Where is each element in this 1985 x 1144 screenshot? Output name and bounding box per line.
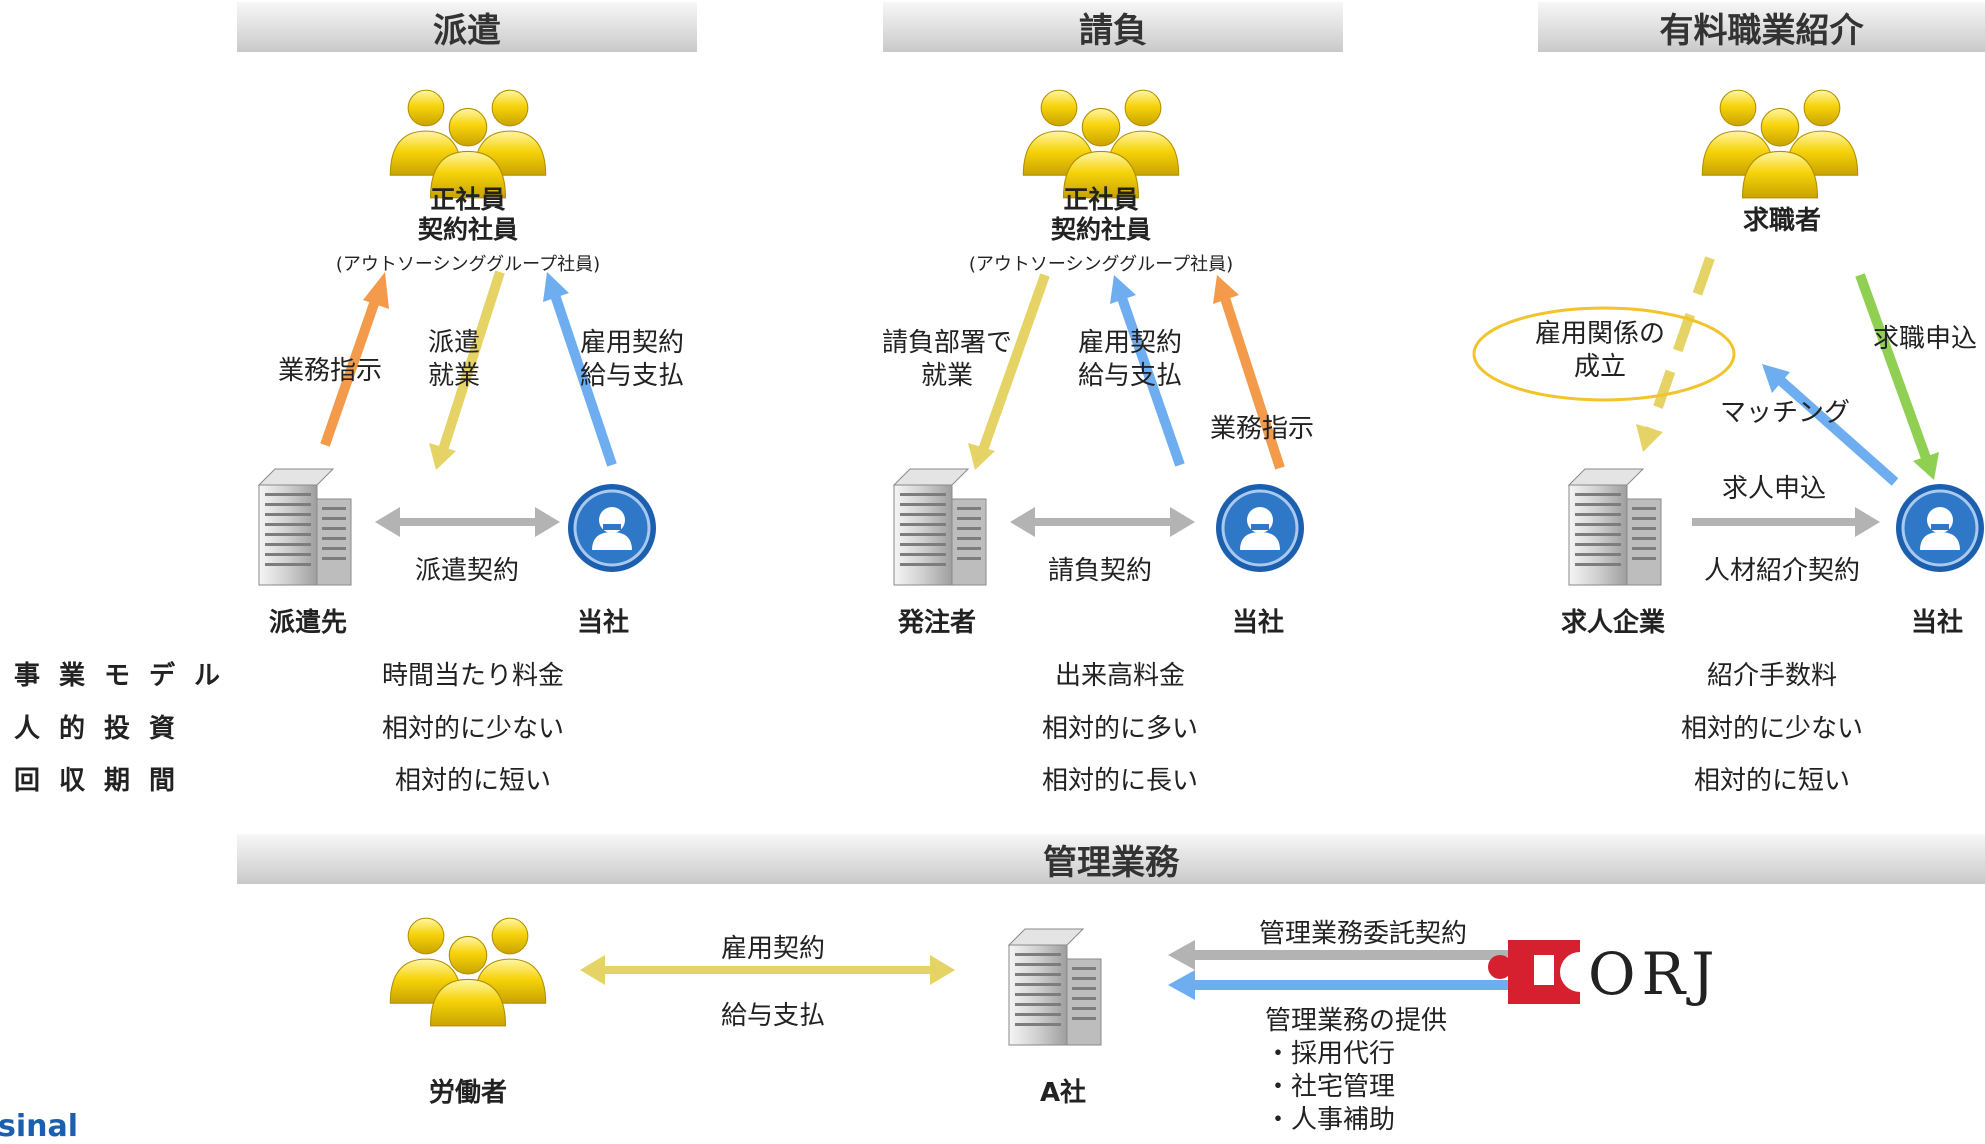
placement-contract-label: 人材紹介契約 bbox=[1703, 556, 1861, 586]
client-building-icon bbox=[893, 468, 987, 586]
client-label: 派遣先 bbox=[268, 608, 348, 638]
matching-label: マッチング bbox=[1720, 398, 1851, 428]
section-header-shokai: 有料職業紹介 bbox=[1538, 2, 1985, 52]
orj-logo-text: ORJ bbox=[1588, 940, 1721, 1008]
job-offer-label: 求人申込 bbox=[1722, 474, 1827, 504]
company-label: 当社 bbox=[1231, 608, 1285, 638]
job-application-label: 求職申込 bbox=[1873, 324, 1978, 354]
shokai-recovery: 相対的に短い bbox=[1693, 766, 1851, 796]
dispatch-contract-label: 派遣契約 bbox=[414, 556, 520, 586]
corner-logo-fragment: sinal bbox=[0, 1109, 79, 1144]
company-label: 当社 bbox=[1910, 608, 1964, 638]
employee-sub-label: (アウトソーシンググループ社員) bbox=[968, 254, 1234, 275]
ukeoi-recovery: 相対的に長い bbox=[1041, 766, 1199, 796]
row-label-investment: 人的投資 bbox=[14, 714, 195, 744]
jobseekers-group-icon bbox=[1702, 90, 1857, 198]
company-badge-icon bbox=[566, 482, 658, 574]
a-company-label: A社 bbox=[1039, 1078, 1087, 1108]
a-company-building-icon bbox=[1008, 928, 1102, 1046]
section-header-haken: 派遣 bbox=[237, 2, 697, 52]
recruiting-company-label: 求人企業 bbox=[1560, 608, 1666, 638]
client-building-icon bbox=[1568, 468, 1662, 586]
orderer-label: 発注者 bbox=[897, 608, 977, 638]
employees-group-icon bbox=[390, 90, 545, 198]
orj-logo-icon bbox=[1488, 940, 1600, 1004]
client-building-icon bbox=[258, 468, 352, 586]
haken-business-model: 時間当たり料金 bbox=[381, 661, 565, 691]
employee-label: 正社員契約社員 bbox=[1050, 185, 1152, 244]
work-instruction-label: 業務指示 bbox=[278, 356, 383, 386]
employee-label: 正社員契約社員 bbox=[417, 185, 519, 244]
service-provision-label: 管理業務の提供 ・採用代行 ・社宅管理 ・人事補助 bbox=[1265, 1006, 1448, 1135]
row-label-business-model: 事業モデル bbox=[14, 661, 240, 691]
company-badge-icon bbox=[1214, 482, 1306, 574]
haken-investment: 相対的に少ない bbox=[381, 714, 565, 744]
outsourcing-contract-label: 管理業務委託契約 bbox=[1258, 919, 1468, 949]
dispatch-work-label: 派遣 就業 bbox=[428, 328, 481, 391]
contract-label: 請負契約 bbox=[1047, 556, 1153, 586]
salary-payment-label: 給与支払 bbox=[720, 1001, 826, 1031]
shokai-investment: 相対的に少ない bbox=[1680, 714, 1864, 744]
ukeoi-business-model: 出来高料金 bbox=[1054, 661, 1186, 691]
haken-recovery: 相対的に短い bbox=[394, 766, 552, 796]
employee-sub-label: (アウトソーシンググループ社員) bbox=[335, 254, 601, 275]
contract-work-label: 請負部署で 就業 bbox=[882, 328, 1013, 391]
company-badge-icon bbox=[1894, 482, 1985, 574]
employment-ellipse bbox=[1472, 306, 1736, 402]
section-header-ukeoi: 請負 bbox=[883, 2, 1343, 52]
company-label: 当社 bbox=[576, 608, 630, 638]
employment-contract-label: 雇用契約 bbox=[720, 934, 826, 964]
employment-established-label: 雇用関係の 成立 bbox=[1535, 319, 1666, 382]
section-header-management: 管理業務 bbox=[237, 834, 1985, 884]
work-instruction-label: 業務指示 bbox=[1210, 414, 1315, 444]
worker-label: 労働者 bbox=[428, 1078, 508, 1108]
row-label-recovery: 回収期間 bbox=[14, 766, 195, 796]
employees-group-icon bbox=[1023, 90, 1178, 198]
employment-pay-label: 雇用契約 給与支払 bbox=[580, 328, 685, 391]
shokai-business-model: 紹介手数料 bbox=[1706, 661, 1838, 691]
workers-group-icon bbox=[390, 918, 545, 1026]
ukeoi-investment: 相対的に多い bbox=[1041, 714, 1199, 744]
employment-pay-label: 雇用契約 給与支払 bbox=[1078, 328, 1183, 391]
jobseeker-label: 求職者 bbox=[1742, 206, 1822, 236]
